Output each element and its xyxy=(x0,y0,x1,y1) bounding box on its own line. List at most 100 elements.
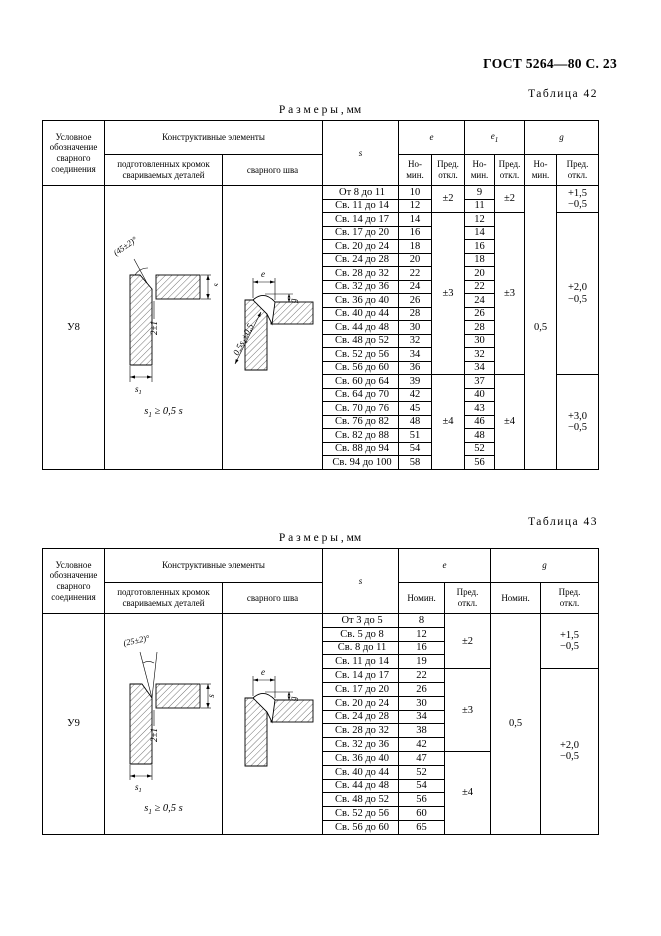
s-dimension-label: s xyxy=(211,283,218,287)
edges-diagram-u8: (45±2)° s 2±1 xyxy=(111,234,221,396)
col-header-e-deviation: Пред. откл. xyxy=(444,582,492,614)
e1-nominal-cell: 37 xyxy=(464,374,496,389)
col-header-e-deviation: Пред. откл. xyxy=(431,154,466,186)
col-header-s: s xyxy=(322,120,400,186)
document-reference: ГОСТ 5264—80 С. 23 xyxy=(483,56,617,71)
col-header-seam: сварного шва xyxy=(221,154,324,186)
g-dimension-label: g xyxy=(288,696,298,701)
e-nominal-cell: 39 xyxy=(398,374,433,389)
s-range-cell: Св. 24 до 28 xyxy=(322,709,400,725)
s-range-cell: Св. 5 до 8 xyxy=(322,626,400,642)
g-nominal-cell: 0,5 xyxy=(524,185,558,470)
table-43-size-title: Р а з м е р ы , мм xyxy=(278,532,362,544)
e1-nominal-cell: 24 xyxy=(464,293,496,308)
s-range-cell: Св. 36 до 40 xyxy=(322,750,400,766)
s1-dimension-label: s1 xyxy=(135,384,142,395)
e-tolerance-cell: ±4 xyxy=(444,750,492,835)
s-dimension-label: s xyxy=(206,693,216,697)
s-range-cell: Св. 82 до 88 xyxy=(322,428,400,443)
s-range-cell: Св. 24 до 28 xyxy=(322,252,400,267)
e-nominal-cell: 22 xyxy=(398,668,446,683)
seam-diagram-u9: e g xyxy=(244,667,313,767)
table-42-caption: Таблица 42 xyxy=(528,88,598,100)
section-table-42: Таблица 42 Р а з м е р ы , мм Условное о… xyxy=(42,88,600,470)
e1-nominal-cell: 56 xyxy=(464,455,496,470)
col-header-designation: Условное обозначение сварного соединения xyxy=(42,120,105,186)
e1-nominal-cell: 9 xyxy=(464,185,496,200)
e-tolerance-cell: ±2 xyxy=(444,612,492,670)
col-header-constructive: Конструктивные элементы xyxy=(103,548,324,583)
s-range-cell: Св. 70 до 76 xyxy=(322,401,400,416)
e-nominal-cell: 48 xyxy=(398,414,433,429)
e-nominal-cell: 12 xyxy=(398,626,446,642)
col-header-designation: Условное обозначение сварного соединения xyxy=(42,548,105,614)
col-header-g-deviation: Пред. откл. xyxy=(556,154,600,186)
e-nominal-cell: 26 xyxy=(398,293,433,308)
note-s1: s1 ≥ 0,5 s xyxy=(144,802,183,816)
col-header-g-deviation: Пред. откл. xyxy=(540,582,600,614)
e1-nominal-cell: 40 xyxy=(464,387,496,402)
e-nominal-cell: 47 xyxy=(398,750,446,766)
col-header-e-nominal: Номин. xyxy=(398,582,446,614)
s1-dimension-label: s1 xyxy=(135,782,142,792)
seam-diagram-cell-u8: e g 0,5s1±0,5 xyxy=(221,185,324,470)
g-tolerance-cell: +2,0 −0,5 xyxy=(556,212,600,375)
table-42-size-title: Р а з м е р ы , мм xyxy=(278,104,362,116)
e1-tolerance-cell: ±3 xyxy=(494,212,526,375)
e1-nominal-cell: 12 xyxy=(464,212,496,227)
table-43: Условное обозначение сварного соединения… xyxy=(42,548,600,835)
col-header-g: g xyxy=(490,548,600,583)
e1-nominal-cell: 43 xyxy=(464,401,496,416)
e-nominal-cell: 34 xyxy=(398,347,433,362)
s-range-cell: Св. 40 до 44 xyxy=(322,306,400,321)
e-nominal-cell: 38 xyxy=(398,723,446,739)
col-header-g: g xyxy=(524,120,600,155)
e1-nominal-cell: 20 xyxy=(464,266,496,281)
e-nominal-cell: 60 xyxy=(398,806,446,821)
e-nominal-cell: 42 xyxy=(398,737,446,752)
s-range-cell: Св. 94 до 100 xyxy=(322,455,400,470)
e1-nominal-cell: 48 xyxy=(464,428,496,443)
table-43-caption: Таблица 43 xyxy=(528,516,598,528)
e-dimension-label: e xyxy=(261,269,265,279)
e-nominal-cell: 8 xyxy=(398,613,446,628)
g-tolerance-cell: +3,0 −0,5 xyxy=(556,374,600,470)
e-nominal-cell: 32 xyxy=(398,333,433,348)
s-range-cell: Св. 17 до 20 xyxy=(322,681,400,697)
col-header-g-nominal: Но- мин. xyxy=(524,154,558,186)
e1-nominal-cell: 22 xyxy=(464,279,496,294)
s-range-cell: Св. 11 до 14 xyxy=(322,654,400,670)
e-nominal-cell: 36 xyxy=(398,360,433,375)
s-range-cell: Св. 88 до 94 xyxy=(322,441,400,456)
e-nominal-cell: 19 xyxy=(398,654,446,670)
e-nominal-cell: 20 xyxy=(398,252,433,267)
s-range-cell: Св. 44 до 48 xyxy=(322,320,400,335)
e-nominal-cell: 34 xyxy=(398,709,446,725)
s-range-cell: Св. 52 до 56 xyxy=(322,806,400,821)
col-header-constructive: Конструктивные элементы xyxy=(103,120,324,155)
e-nominal-cell: 14 xyxy=(398,212,433,227)
s-range-cell: Св. 8 до 11 xyxy=(322,640,400,656)
e-nominal-cell: 10 xyxy=(398,185,433,200)
s-range-cell: Св. 17 до 20 xyxy=(322,225,400,240)
e1-nominal-cell: 32 xyxy=(464,347,496,362)
e1-nominal-cell: 16 xyxy=(464,239,496,254)
col-header-edges: подготовленных кромок свариваемых детале… xyxy=(104,154,223,186)
e-nominal-cell: 54 xyxy=(398,778,446,794)
e1-nominal-cell: 18 xyxy=(464,252,496,267)
col-header-e1-deviation: Пред. откл. xyxy=(494,154,526,186)
col-header-e1: e1 xyxy=(464,120,526,155)
